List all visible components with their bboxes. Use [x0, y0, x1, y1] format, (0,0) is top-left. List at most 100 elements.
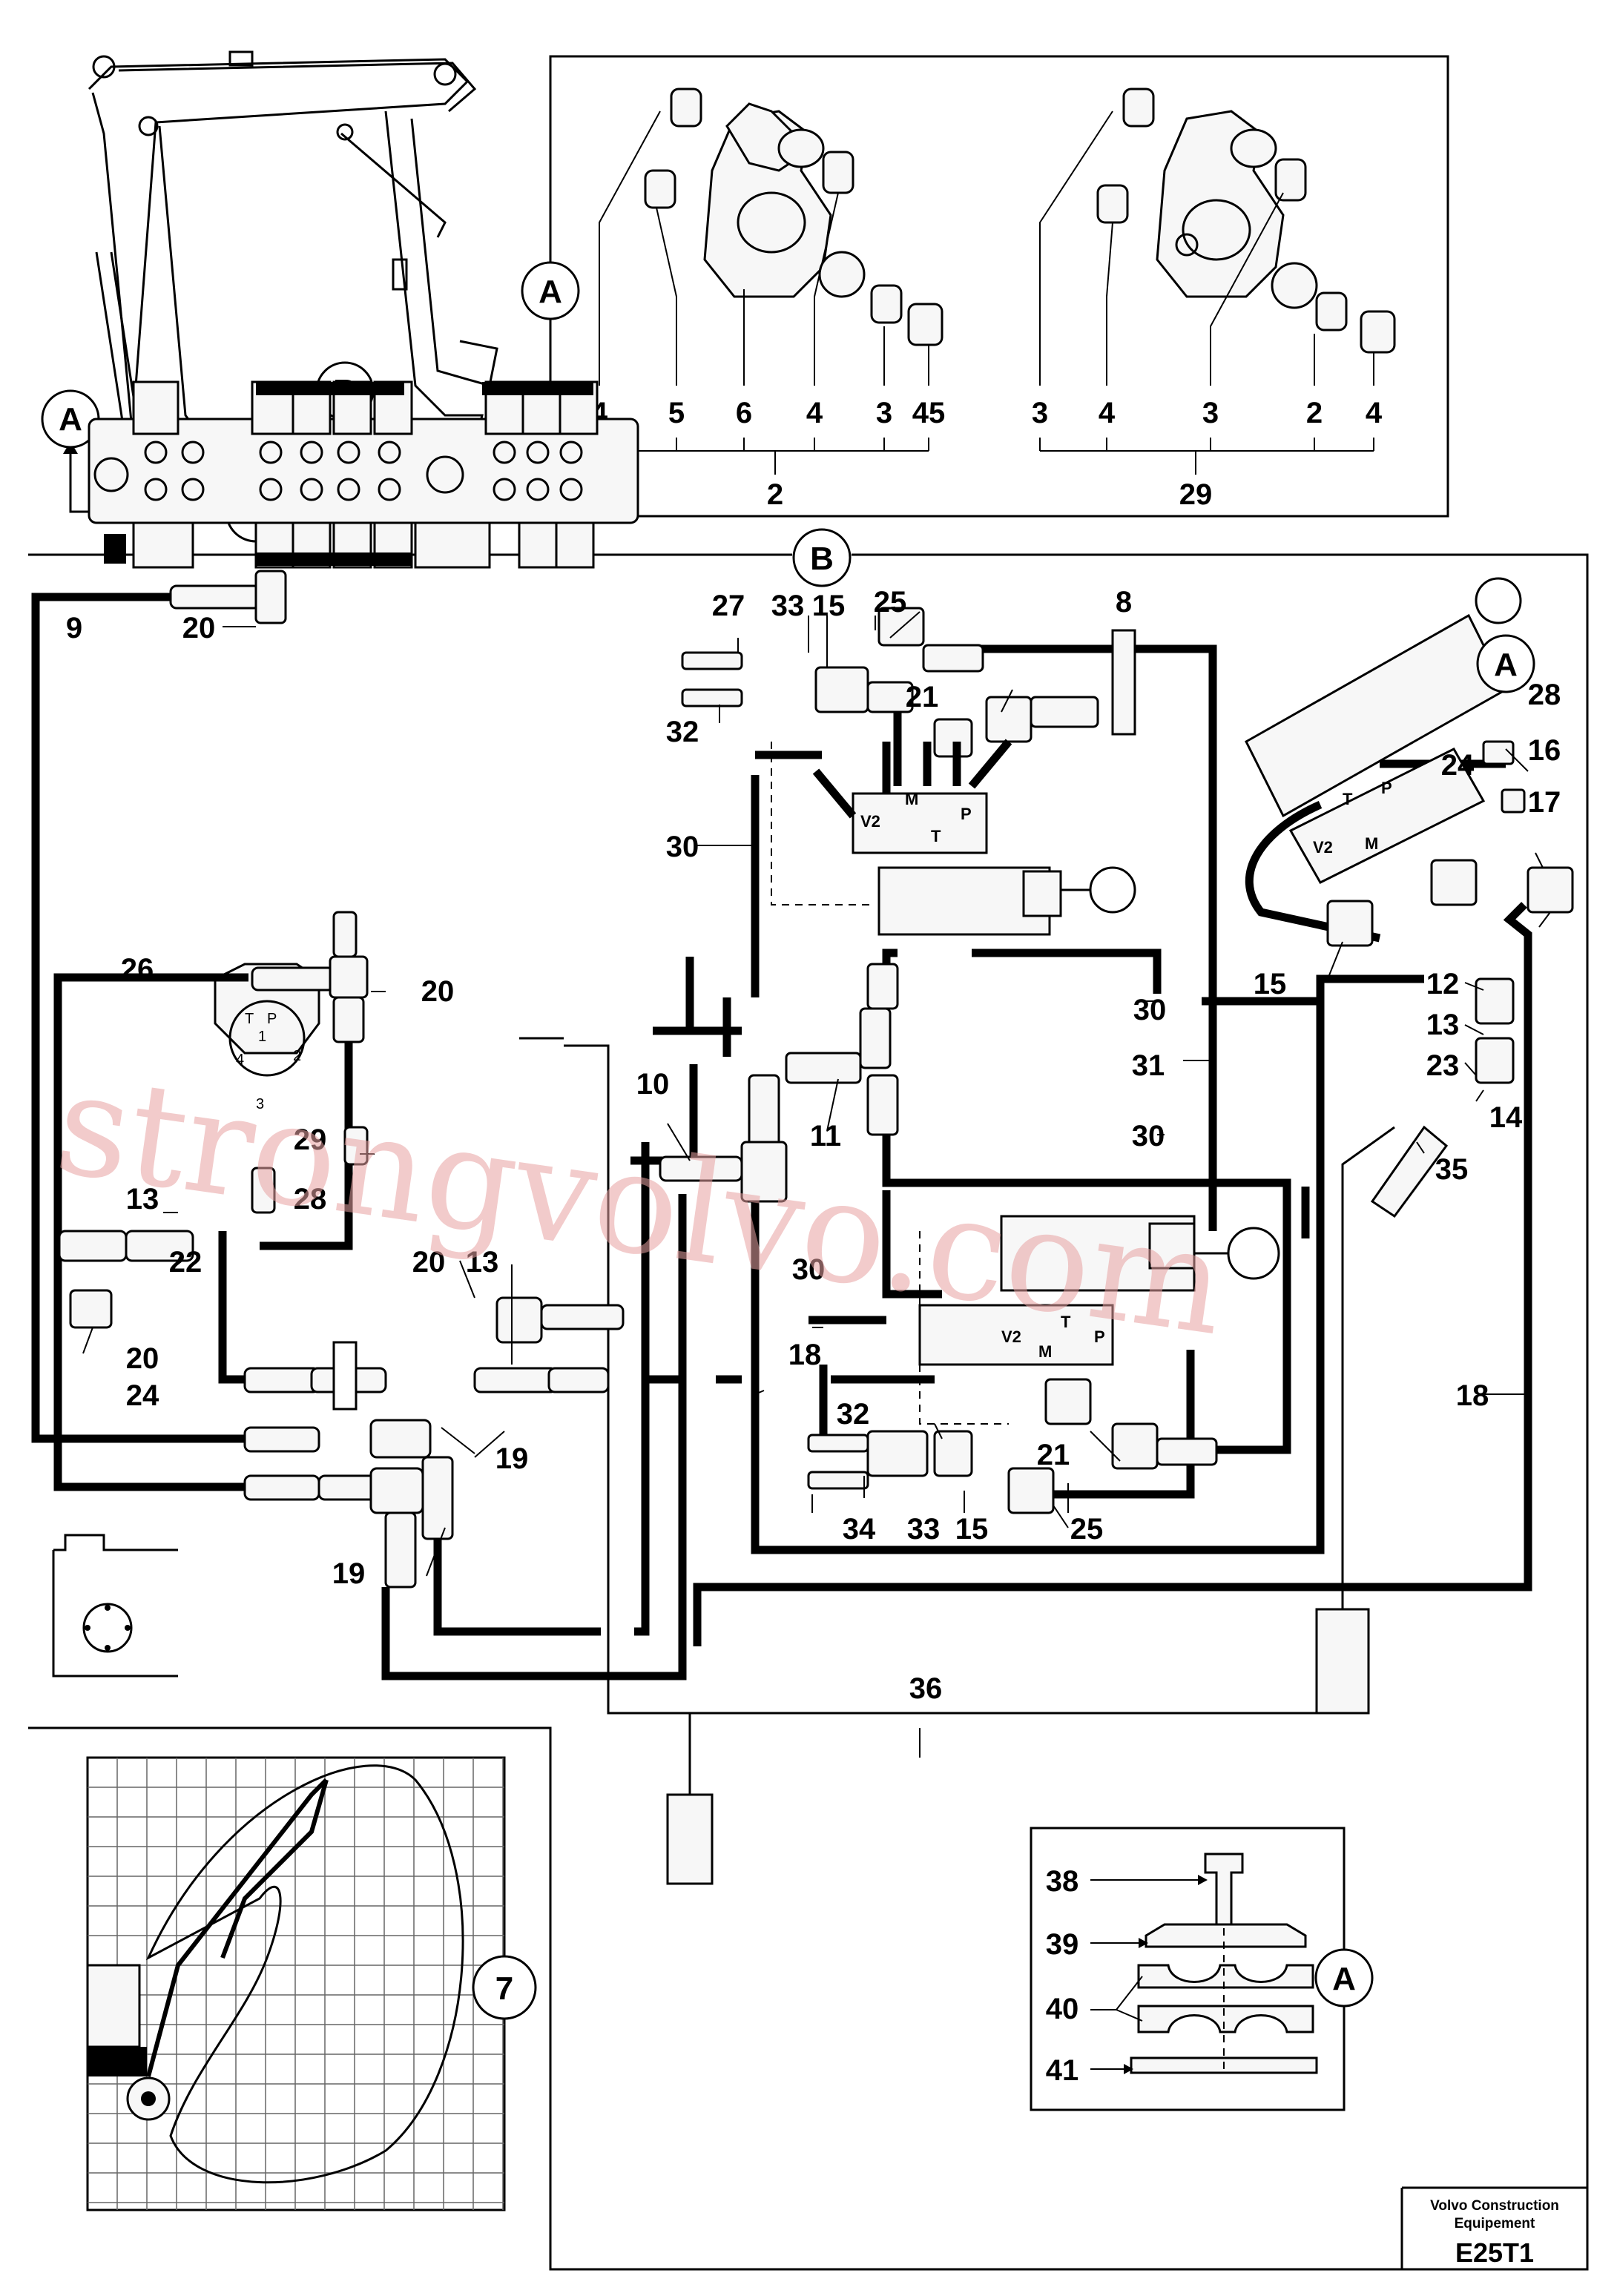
label-25a: 25: [874, 586, 907, 618]
label-13b: 13: [466, 1246, 499, 1279]
left-fittings: [58, 570, 899, 1589]
label-12: 12: [1426, 968, 1460, 1000]
label-17: 17: [1528, 786, 1561, 819]
label-18b: 18: [1456, 1379, 1489, 1412]
label-33b: 33: [907, 1513, 941, 1545]
detail-left-assembly-label: 2: [767, 478, 783, 511]
label-33a: 33: [771, 590, 805, 622]
clamp-label-38: 38: [1046, 1865, 1079, 1898]
label-32b: 32: [837, 1398, 870, 1431]
callout-7-label: 7: [495, 1970, 513, 2007]
footer-company-line2: Equipement: [1455, 2216, 1535, 2231]
label-23: 23: [1426, 1049, 1460, 1082]
label-8: 8: [1116, 586, 1132, 618]
valve-bottom-port-m: M: [1038, 1342, 1052, 1361]
detail-right-label-2: 4: [1099, 397, 1116, 429]
clamp-label-39: 39: [1046, 1928, 1079, 1961]
label-15c: 15: [1254, 968, 1287, 1000]
bracket-assembly-left: [644, 88, 943, 346]
pilot-port-t: T: [245, 1011, 254, 1027]
valve-right-port-t: T: [1343, 790, 1353, 808]
detail-box-a: A: [521, 55, 1449, 518]
label-32a: 32: [666, 716, 699, 748]
label-14: 14: [1489, 1101, 1523, 1134]
label-35: 35: [1435, 1153, 1469, 1186]
footer-drawing-code: E25T1: [1455, 2237, 1534, 2268]
label-30a: 30: [666, 831, 699, 863]
valve-right-port-m: M: [1365, 834, 1378, 853]
clamp-a-label: A: [1332, 1961, 1356, 1997]
main-b-callout[interactable]: [792, 528, 852, 587]
detail-left-label-2: 5: [668, 397, 685, 429]
valve-top-port-p: P: [961, 805, 972, 823]
clamp-a-callout[interactable]: [1314, 1948, 1374, 2008]
label-30d: 30: [792, 1253, 826, 1286]
label-20b: 20: [421, 975, 455, 1008]
top-valve-assembly: V2 M T P: [681, 607, 1136, 936]
detail-right-label-4: 2: [1306, 397, 1323, 429]
main-b-label: B: [810, 541, 834, 577]
label-30b: 30: [1133, 994, 1167, 1026]
middle-valve-assembly: V2 M T P: [807, 1215, 1280, 1514]
label-21b: 21: [1037, 1439, 1070, 1471]
pilot-port-3: 3: [256, 1096, 264, 1112]
label-36: 36: [909, 1672, 943, 1705]
clamp-label-41: 41: [1046, 2054, 1079, 2087]
right-cylinder-valve: V2 M T P A: [1245, 577, 1574, 1218]
label-21a: 21: [906, 681, 939, 713]
label-20a: 20: [182, 612, 216, 644]
label-25b: 25: [1070, 1513, 1104, 1545]
valve-right-port-v2: V2: [1313, 838, 1333, 857]
detail-left-label-4: 4: [806, 397, 823, 429]
label-15b: 15: [955, 1513, 989, 1545]
label-19b: 19: [332, 1557, 366, 1590]
right-a-label: A: [1494, 647, 1518, 683]
working-range-grid: [86, 1756, 506, 2211]
valve-right-port-p: P: [1381, 779, 1392, 797]
detail-right-label-5: 4: [1366, 397, 1383, 429]
label-26: 26: [121, 953, 154, 986]
detail-a-callout[interactable]: [521, 261, 580, 320]
callout-7-circle[interactable]: [472, 1955, 537, 2020]
pilot-port-1: 1: [258, 1029, 266, 1045]
valve-bottom-port-v2: V2: [1001, 1327, 1021, 1346]
label-28b: 28: [1528, 679, 1561, 711]
label-10: 10: [636, 1068, 670, 1101]
hydraulic-tank: [52, 1534, 178, 1678]
control-valve-block: [88, 380, 639, 569]
detail-left-label-5: 3: [876, 397, 892, 429]
detail-left-label-6: 45: [912, 397, 946, 429]
label-27: 27: [712, 590, 745, 622]
pilot-port-p: P: [267, 1011, 277, 1027]
detail-right-label-1: 3: [1032, 397, 1048, 429]
valve-bottom-port-p: P: [1094, 1327, 1105, 1346]
main-labels: 9 20 27 33 15 25 8 21 32 30 26 20 29 28 …: [66, 586, 1561, 1758]
label-19a: 19: [495, 1442, 529, 1475]
label-22: 22: [169, 1246, 202, 1279]
label-24a: 24: [126, 1379, 159, 1412]
detail-right-label-3: 3: [1202, 397, 1219, 429]
valve-top-port-m: M: [905, 790, 918, 808]
valve-top-port-v2: V2: [860, 812, 880, 831]
label-30c: 30: [1132, 1120, 1165, 1152]
footer-company-line1: Volvo Construction: [1430, 2198, 1559, 2214]
label-24b: 24: [1441, 749, 1475, 782]
valve-top-port-t: T: [931, 827, 941, 845]
detail-left-label-3: 6: [736, 397, 752, 429]
label-13a: 13: [126, 1183, 159, 1215]
detail-right-assembly-label: 29: [1179, 478, 1213, 511]
main-frame: B: [28, 528, 1589, 2271]
label-34: 34: [843, 1513, 876, 1545]
right-a-callout[interactable]: [1476, 634, 1535, 693]
footer-block: Volvo Construction Equipement E25T1: [1400, 2186, 1587, 2269]
hose-lines: [31, 593, 1532, 1680]
label-18a: 18: [788, 1339, 822, 1371]
pilot-port-4: 4: [236, 1052, 244, 1068]
clamp-detail-box: 38 39 40 41 A: [1030, 1827, 1374, 2111]
detail-a-label: A: [539, 274, 562, 310]
label-29: 29: [294, 1124, 327, 1156]
label-20c: 20: [126, 1342, 159, 1375]
label-11: 11: [810, 1120, 841, 1152]
label-20d: 20: [412, 1246, 446, 1279]
